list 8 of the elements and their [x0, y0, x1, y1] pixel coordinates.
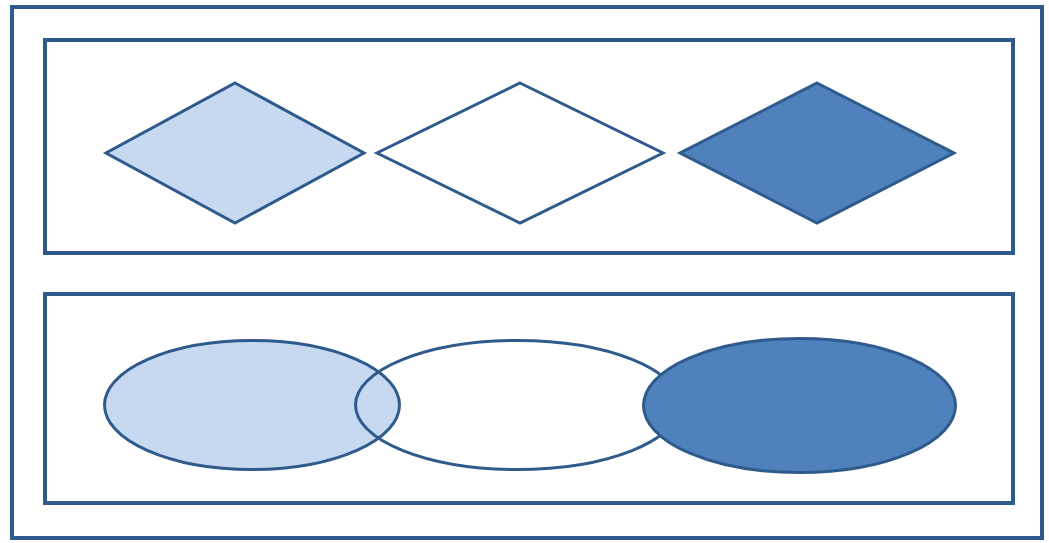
ellipse-shape: [642, 337, 957, 474]
panel-frame: [43, 292, 1015, 505]
diamond-shape: [103, 80, 367, 226]
panel-frame: [43, 38, 1015, 255]
diamond-shape: [374, 80, 666, 226]
diamond-shape: [677, 80, 957, 226]
outer-frame: [10, 5, 1044, 540]
ellipse-shape: [103, 339, 401, 471]
